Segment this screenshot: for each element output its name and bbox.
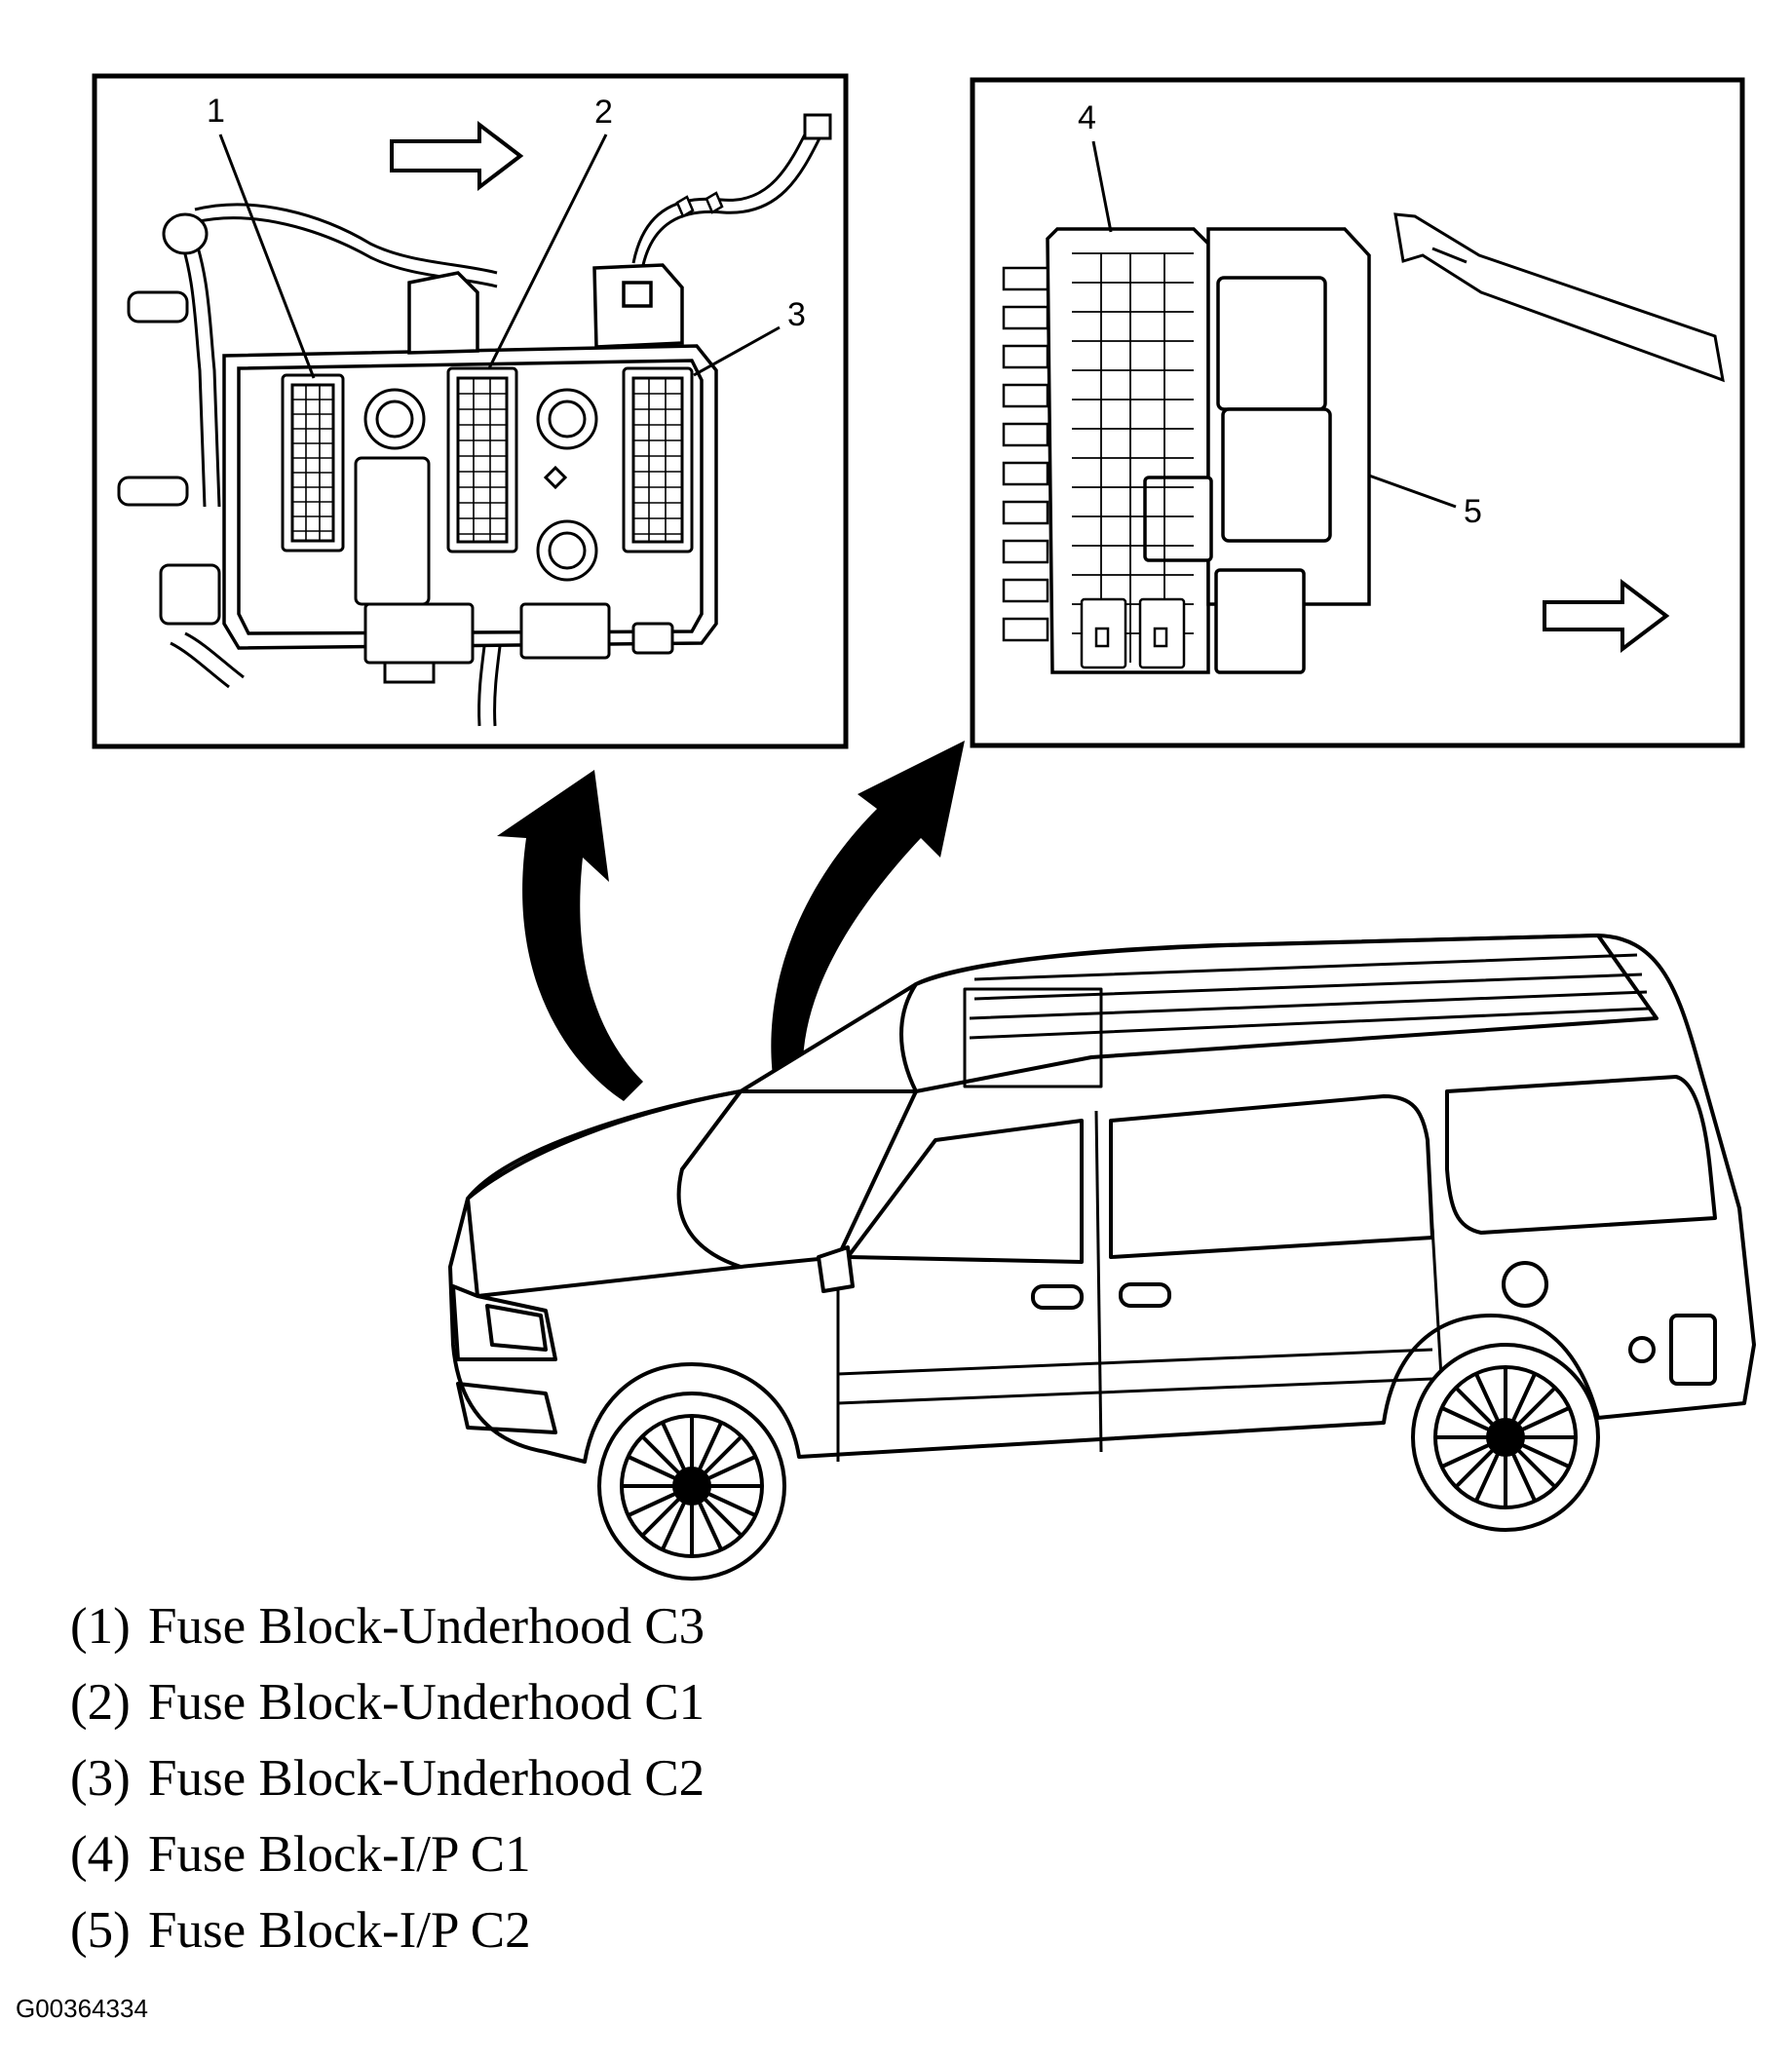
arrow-right-icon (1543, 578, 1670, 654)
legend-item: (5) Fuse Block-I/P C2 (70, 1892, 705, 1968)
legend-label: Fuse Block-I/P C1 (148, 1826, 531, 1883)
legend-label: Fuse Block-I/P C2 (148, 1902, 531, 1959)
curved-arrow-icon (497, 770, 643, 1101)
legend-number: (5) (70, 1902, 131, 1959)
legend-item: (2) Fuse Block-Underhood C1 (70, 1664, 705, 1740)
legend-number: (2) (70, 1674, 131, 1731)
callout-4: 4 (1078, 99, 1096, 136)
legend-item: (3) Fuse Block-Underhood C2 (70, 1740, 705, 1816)
callout-5: 5 (1464, 493, 1482, 530)
legend-label: Fuse Block-Underhood C3 (148, 1598, 705, 1655)
legend-item: (4) Fuse Block-I/P C1 (70, 1816, 705, 1892)
arrow-right-icon (390, 120, 524, 192)
underhood-fuse-block-inset: 1 2 3 (92, 73, 849, 749)
legend-number: (1) (70, 1598, 131, 1655)
vehicle-illustration (448, 934, 1756, 1464)
legend-number: (4) (70, 1826, 131, 1883)
ip-fuse-block-inset: 4 5 (970, 77, 1745, 748)
callout-3: 3 (787, 296, 806, 333)
callout-2: 2 (594, 94, 613, 131)
vehicle-wheels (597, 1343, 1600, 1581)
callout-1: 1 (207, 93, 225, 130)
legend-label: Fuse Block-Underhood C2 (148, 1750, 705, 1807)
figure-id: G00364334 (16, 1994, 148, 2023)
legend-item: (1) Fuse Block-Underhood C3 (70, 1588, 705, 1664)
curved-arrow-icon (771, 741, 965, 1089)
legend: (1) Fuse Block-Underhood C3 (2) Fuse Block… (70, 1588, 705, 1968)
legend-label: Fuse Block-Underhood C1 (148, 1674, 705, 1731)
legend-number: (3) (70, 1750, 131, 1807)
